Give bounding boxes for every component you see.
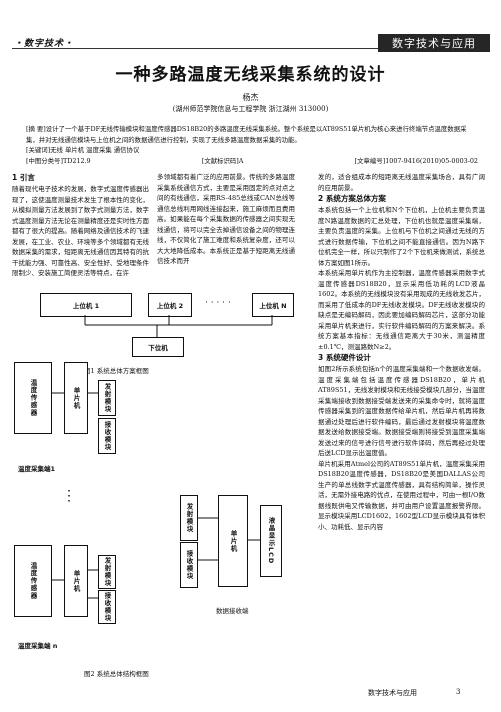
fig2-node1-tx-label: 发射模块 [103,383,111,413]
column-label: ・数字技术・ [14,39,75,49]
fig1-lower: 下位机 [132,337,184,357]
col3-intro: 发的，适合组成本的短距离无线温度采集场合，具有广阔的应用前景。 [318,173,485,192]
fig2-noden-mcu: 单片机 [64,545,88,617]
fig2-noden-rx: 接收模块 [98,590,116,624]
fig2-noden-tx-label: 发射模块 [103,557,111,587]
fig2-recv-rx-label: 接收模块 [185,550,193,580]
intro-text: 随着现代电子技术的发展，数字式温度传感器出现了，这使温度测量技术发生了根本性的变… [12,185,149,277]
fig2-node1-rx-label: 接收模块 [103,421,111,451]
fig1-upper-1: 上位机 1 [40,293,132,317]
fig2-node1-sensor-label: 温度传感器 [29,379,37,417]
header-rule [12,48,490,49]
hardware-text-2: 单片机采用Atmel公司的AT89S51单片机，温度采集采用DS18B20温度传… [318,459,485,531]
abstract-text: [摘 要]设计了一个基于DF无线传输模块和温度传感器DS18B20的多路温度无线… [26,125,467,144]
scheme-text: 本系统包括一个上位机和N个下位机，上位机主要负责温度N路温度数据的汇总处理，下位… [318,206,485,267]
fig2-noden-rx-label: 接收模块 [103,592,111,622]
fig2-recv-tx-label: 发射模块 [185,503,193,533]
fig2-noden-sensor: 温度传感器 [14,545,52,617]
doc-code: [文献标识码]A [201,156,244,165]
fig2-noden-label: 温度采集端 n [18,642,58,650]
footer-journal: 数字技术与应用 [368,689,417,697]
fig2-recv-tx: 发射模块 [180,495,198,541]
column-3: 发的，适合组成本的短距离无线温度采集场合，具有广阔的应用前景。 2 系统方案总体… [318,172,485,532]
fig2-node1-tx: 发射模块 [98,380,116,416]
fig2-node1-mcu-label: 单片机 [72,386,80,410]
fig1-dots: · · · · · [205,298,231,308]
fig2-node1-label: 温度采集端1 [18,465,56,473]
section-intro-heading: 1 引言 [12,173,35,182]
fig2-noden-mcu-label: 单片机 [72,569,80,593]
keywords: [关键词]无线 单片机 温度采集 通信协议 [26,146,140,154]
column-2: 多领域都有着广泛的应用前景。传统的多路温度采集系统通信方式，主要是采用固定的点对… [157,172,295,267]
column-1: 1 引言 随着现代电子技术的发展，数字式温度传感器出现了，这使温度测量技术发生了… [12,172,149,279]
fig2-node1-mcu: 单片机 [64,362,88,434]
abstract-block: [摘 要]设计了一个基于DF无线传输模块和温度传感器DS18B20的多路温度无线… [26,124,478,166]
fig2-noden-sensor-label: 温度传感器 [29,562,37,600]
author: 杨杰 [242,93,259,102]
fig2-noden-tx: 发射模块 [98,555,116,589]
article-number: [文章编号]1007-9416(2010)05-0003-02 [354,156,478,165]
fig2-recv-mcu: 单片机 [218,495,248,587]
fig2-recv-lcd: 液晶显示LCD [260,505,282,577]
fig2-vertical-dots: ⋮ [62,488,76,504]
section-hardware-heading: 3 系统硬件设计 [318,353,371,362]
journal-banner: 数字技术与应用 [378,34,490,52]
column-2-text: 多领域都有着广泛的应用前景。传统的多路温度采集系统通信方式，主要是采用固定的点对… [157,173,295,265]
fig2-recv-mcu-label: 单片机 [229,529,237,553]
fig2-recv-lcd-label: 液晶显示LCD [267,517,275,565]
fig2-recv-rx: 接收模块 [180,542,198,588]
hardware-text: 如图2所示系统包括n个的温度采集端和一个数据收发端。温度采集端包括温度传感器DS… [318,365,485,457]
fig1-caption: 图1 系统总体方案框图 [84,367,149,375]
scheme-text-2: 本系统采用单片机作为主控制器，温度传感器采用数字式温度传感器DS18B20，显示… [318,269,485,351]
fig2-node1-rx: 接收模块 [98,418,116,454]
page-number: 3 [456,688,461,696]
fig1-upper-2: 上位机 2 [148,293,192,317]
fig2-caption: 图2 系统总体结构框图 [84,670,149,678]
fig2-recv-label: 数据接收端 [216,607,249,615]
section-scheme-heading: 2 系统方案总体方案 [318,194,386,203]
fig2-node1-sensor: 温度传感器 [14,362,52,434]
paper-title: 一种多路温度无线采集系统的设计 [115,65,386,85]
clc-number: [中图分类号]TD212.9 [26,156,91,165]
fig1-upper-n: 上位机 N [252,293,294,317]
meta-row: [中图分类号]TD212.9 [文献标识码]A [文章编号]1007-9416(… [26,156,478,167]
affiliation: (湖州师范学院信息与工程学院 浙江湖州 313000) [172,105,329,113]
